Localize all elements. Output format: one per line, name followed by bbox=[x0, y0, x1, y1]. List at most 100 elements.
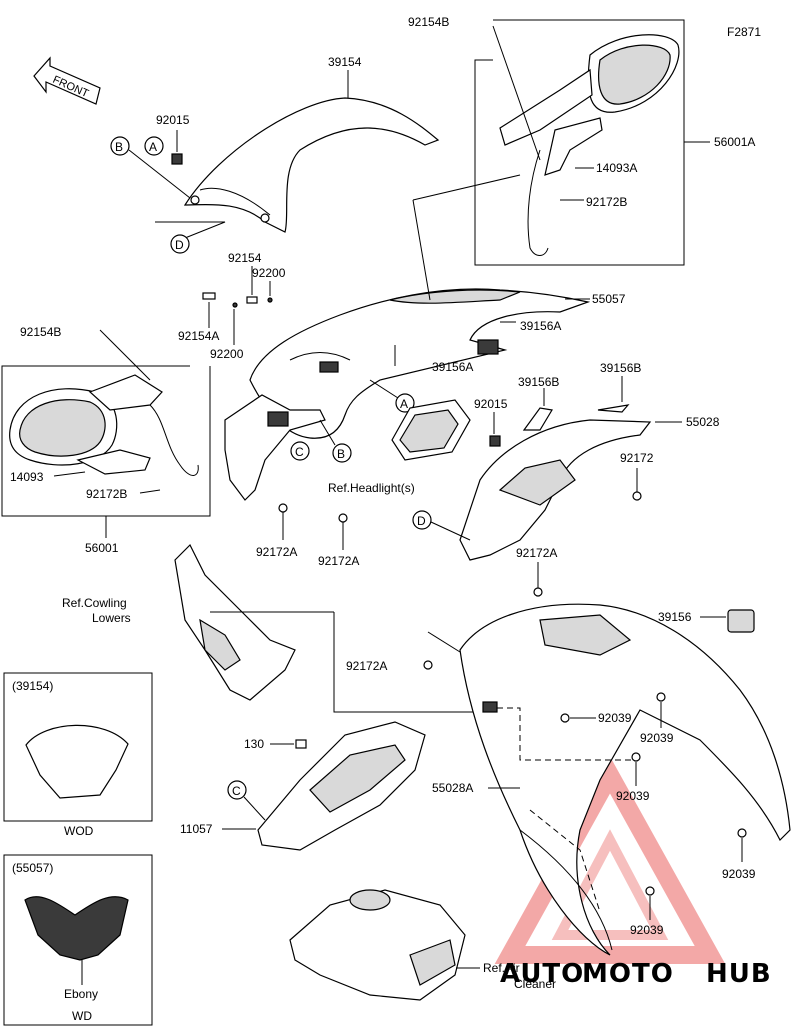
callout-39154: 39154 bbox=[328, 55, 362, 69]
headlight-part bbox=[391, 399, 471, 461]
callout-92015-top: 92015 bbox=[156, 113, 190, 127]
ref-cowling-1: Ref.Cowling bbox=[62, 596, 127, 610]
callout-92172A-3: 92172A bbox=[516, 546, 557, 560]
side-fairing-55028A bbox=[459, 603, 791, 956]
bolt-130 bbox=[295, 739, 307, 749]
ref-circle-a2 bbox=[395, 393, 415, 413]
washer-92200-bot bbox=[232, 302, 238, 308]
bolt-92172A-3 bbox=[533, 587, 543, 597]
ref-headlight: Ref.Headlight(s) bbox=[328, 481, 415, 495]
callout-92154A: 92154A bbox=[178, 329, 219, 343]
figure-code: F2871 bbox=[727, 25, 761, 39]
inset-wod-label: WOD bbox=[64, 824, 94, 838]
callout-92039-1: 92039 bbox=[598, 711, 632, 725]
inner-bracket-left bbox=[224, 394, 326, 501]
callout-92172B-left: 92172B bbox=[86, 487, 127, 501]
callout-92154B-left: 92154B bbox=[20, 325, 61, 339]
cowling-lower-bracket bbox=[174, 543, 296, 701]
ref-circle-d2 bbox=[412, 510, 432, 530]
callout-92172: 92172 bbox=[620, 451, 654, 465]
svg-text:A: A bbox=[149, 140, 157, 154]
callout-92200-top: 92200 bbox=[252, 266, 286, 280]
ref-circle-b1 bbox=[110, 136, 130, 156]
pad-39156 bbox=[727, 609, 755, 633]
bolt-92172 bbox=[632, 491, 642, 501]
air-cleaner-part bbox=[289, 889, 466, 1001]
ref-air-1: Ref.Air bbox=[483, 961, 520, 975]
mirror-box-56001A bbox=[474, 19, 685, 266]
inset-wod-part-no: (39154) bbox=[12, 679, 53, 693]
inset-wod-frame bbox=[3, 672, 153, 822]
mirror-box-56001 bbox=[1, 365, 211, 517]
callout-92172B-top: 92172B bbox=[586, 195, 627, 209]
ref-cowling-2: Lowers bbox=[92, 611, 131, 625]
ref-circle-c1 bbox=[290, 441, 310, 461]
callout-92039-3: 92039 bbox=[616, 789, 650, 803]
callout-92039-4: 92039 bbox=[722, 867, 756, 881]
clip-92039-2 bbox=[656, 692, 666, 702]
bolt-92172A-2 bbox=[338, 513, 348, 523]
inset-wd-frame bbox=[3, 854, 153, 1026]
callout-92172A-4: 92172A bbox=[346, 659, 387, 673]
ref-circle-a1 bbox=[144, 136, 164, 156]
callout-92172A-1: 92172A bbox=[256, 545, 297, 559]
clip-92039-1 bbox=[560, 713, 570, 723]
callout-92200-bot: 92200 bbox=[210, 347, 244, 361]
inset-wd-label: WD bbox=[72, 1009, 92, 1023]
inner-panel-55028 bbox=[459, 419, 652, 561]
watermark-moto: MOTO bbox=[582, 959, 674, 989]
svg-text:D: D bbox=[175, 238, 184, 252]
svg-text:C: C bbox=[295, 445, 304, 459]
callout-130: 130 bbox=[244, 737, 264, 751]
bolt-92154 bbox=[246, 296, 258, 304]
mirror-left-part bbox=[9, 374, 199, 476]
callout-92172A-2: 92172A bbox=[318, 554, 359, 568]
callout-39156A-1: 39156A bbox=[520, 319, 561, 333]
svg-text:B: B bbox=[115, 140, 123, 154]
bolt-92172A-4 bbox=[423, 660, 433, 670]
watermark-auto: AUTO bbox=[500, 959, 584, 989]
callout-11057: 11057 bbox=[180, 822, 213, 836]
svg-text:A: A bbox=[400, 397, 408, 411]
callout-56001: 56001 bbox=[85, 541, 119, 555]
callout-39156B-1: 39156B bbox=[518, 375, 559, 389]
ref-air-2: Cleaner bbox=[514, 977, 556, 991]
inset-wd-color: Ebony bbox=[64, 987, 98, 1001]
pad-39156B-2 bbox=[597, 404, 630, 413]
clip-92039-5 bbox=[645, 886, 655, 896]
callout-55028A: 55028A bbox=[432, 781, 473, 795]
mirror-right-part bbox=[499, 34, 680, 256]
svg-text:B: B bbox=[337, 447, 345, 461]
callout-92039-2: 92039 bbox=[640, 731, 674, 745]
clip-92039-4 bbox=[737, 828, 747, 838]
clip-92039-3 bbox=[631, 752, 641, 762]
inset-wd-part-no: (55057) bbox=[12, 861, 53, 875]
callout-92039-5: 92039 bbox=[630, 923, 664, 937]
svg-text:D: D bbox=[417, 514, 426, 528]
washer-92200-top bbox=[267, 297, 273, 303]
svg-text:C: C bbox=[232, 784, 241, 798]
bolt-92172A-1 bbox=[278, 503, 288, 513]
callout-92015-mid: 92015 bbox=[474, 397, 508, 411]
callout-55028: 55028 bbox=[686, 415, 720, 429]
watermark-hub: HUB bbox=[706, 959, 772, 989]
callout-39156B-2: 39156B bbox=[600, 361, 641, 375]
callout-14093: 14093 bbox=[10, 470, 44, 484]
callout-39156: 39156 bbox=[658, 610, 692, 624]
callout-92154: 92154 bbox=[228, 251, 262, 265]
front-arrow-icon: FRONT bbox=[33, 56, 101, 105]
callout-39156A-2: 39156A bbox=[432, 360, 473, 374]
inset-wd-cowl bbox=[24, 896, 129, 961]
pad-39156B-1 bbox=[522, 407, 553, 431]
callout-56001A: 56001A bbox=[714, 135, 755, 149]
windshield-part bbox=[183, 97, 440, 233]
ref-circle-c2 bbox=[227, 780, 247, 800]
grommet-92015-top bbox=[171, 153, 183, 165]
bolt-92154A bbox=[202, 292, 216, 300]
callout-92154B-top: 92154B bbox=[408, 15, 449, 29]
ref-circle-d1 bbox=[170, 234, 190, 254]
air-duct-11057 bbox=[257, 721, 426, 851]
grommet-55028A bbox=[482, 701, 498, 713]
grommet-92015-mid bbox=[489, 435, 501, 447]
